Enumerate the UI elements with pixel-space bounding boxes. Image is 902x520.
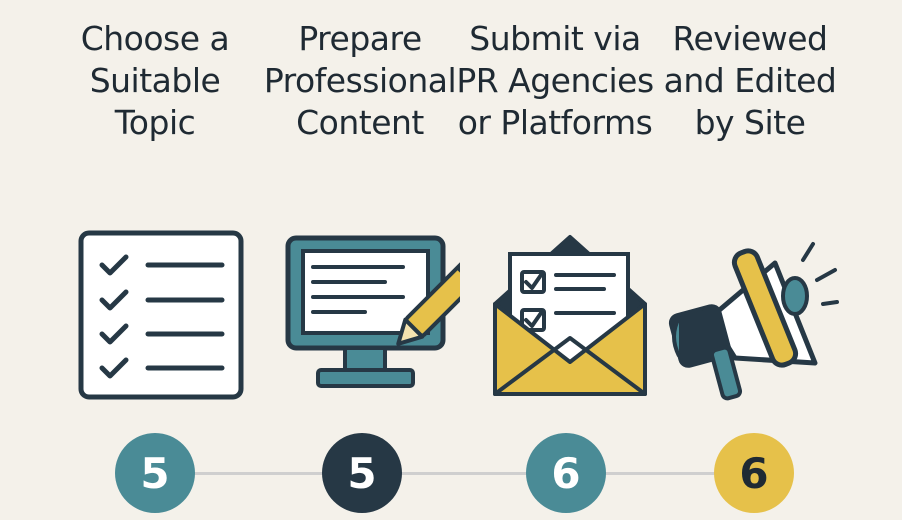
step-2-title: Prepare Professional Content [263, 19, 457, 142]
step-4-badge: 6 [714, 433, 794, 513]
megaphone-icon [668, 242, 839, 401]
step-2-badge: 5 [322, 433, 402, 513]
checklist-icon [78, 230, 244, 400]
envelope-checklist-icon [493, 235, 647, 396]
timeline-connector [150, 472, 760, 475]
step-3-badge: 6 [526, 433, 606, 513]
step-4-title: Reviewed and Edited by Site [663, 19, 837, 142]
step-1-title: Choose a Suitable Topic [80, 19, 230, 142]
step-3-title: Submit via PR Agencies or Platforms [456, 19, 654, 142]
step-1-badge: 5 [115, 433, 195, 513]
monitor-pencil-icon [285, 235, 460, 388]
